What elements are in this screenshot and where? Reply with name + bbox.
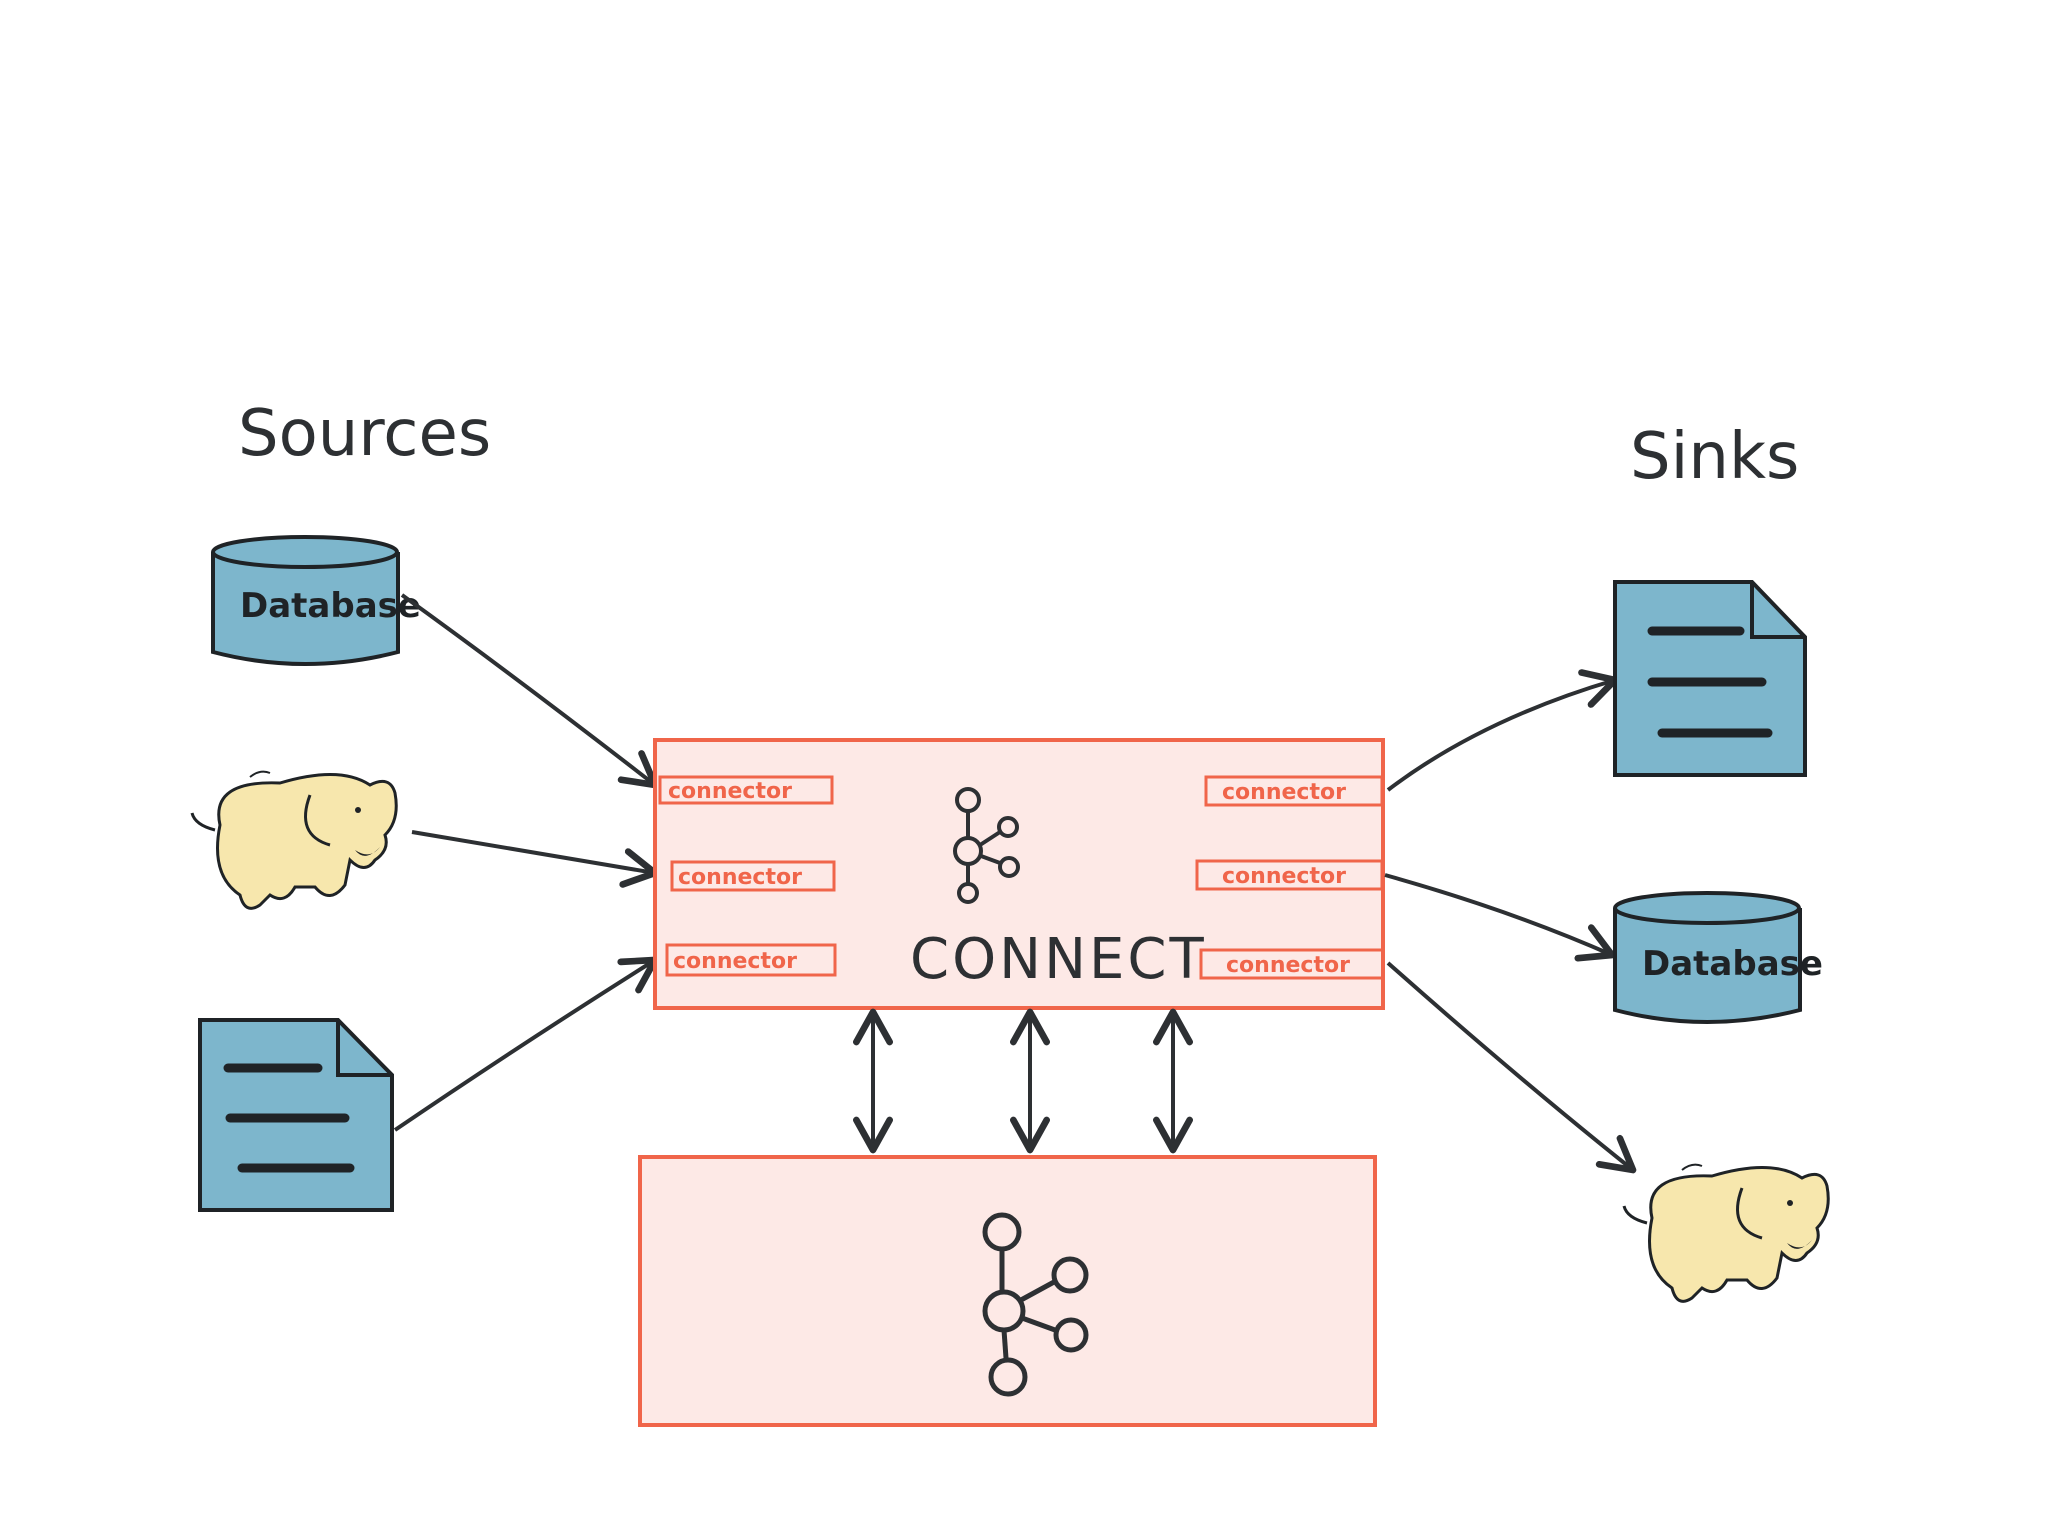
database-icon	[1613, 891, 1802, 1024]
kafka-cluster	[638, 1155, 1377, 1427]
source-connector: connector	[665, 943, 837, 977]
source-file-arrow	[393, 956, 659, 1132]
kafka-logo-icon	[982, 1212, 1089, 1397]
sink-hadoop-arrow	[1386, 961, 1637, 1174]
source-connector-label: connector	[668, 779, 792, 804]
source-connector-label: connector	[673, 949, 797, 974]
connect-cluster: connector connector connector connector …	[653, 738, 1385, 1010]
sink-connector-label: connector	[1226, 953, 1350, 978]
sink-database-arrow	[1384, 873, 1616, 962]
sink-database-label: Database	[1642, 944, 1823, 984]
hadoop-elephant-icon	[190, 770, 398, 910]
source-connector: connector	[670, 860, 836, 892]
sink-connector-label: connector	[1222, 864, 1346, 889]
sink-connector: connector	[1199, 948, 1385, 980]
kafka-logo-icon	[953, 787, 1020, 904]
hadoop-elephant-icon	[1622, 1163, 1830, 1303]
connect-label: CONNECT	[910, 927, 1207, 992]
source-database-label: Database	[240, 586, 421, 626]
source-hadoop-arrow	[411, 830, 659, 888]
sink-file-arrow	[1386, 669, 1619, 792]
sink-connector-label: connector	[1222, 780, 1346, 805]
sinks-title: Sinks	[1630, 420, 1799, 494]
file-document-icon	[198, 1018, 394, 1212]
sink-hadoop	[1622, 1163, 1830, 1303]
file-document-icon	[1613, 580, 1807, 777]
source-connector-label: connector	[678, 865, 802, 890]
source-connector: connector	[658, 775, 834, 805]
source-database: Database	[211, 535, 421, 666]
sink-connector: connector	[1204, 775, 1384, 807]
sink-database: Database	[1613, 891, 1823, 1024]
source-file	[198, 1018, 394, 1212]
sink-file	[1613, 580, 1807, 777]
database-icon	[211, 535, 400, 666]
source-hadoop	[190, 770, 398, 910]
source-database-arrow	[400, 593, 659, 789]
sink-connector: connector	[1195, 859, 1384, 891]
sources-title: Sources	[238, 397, 491, 471]
